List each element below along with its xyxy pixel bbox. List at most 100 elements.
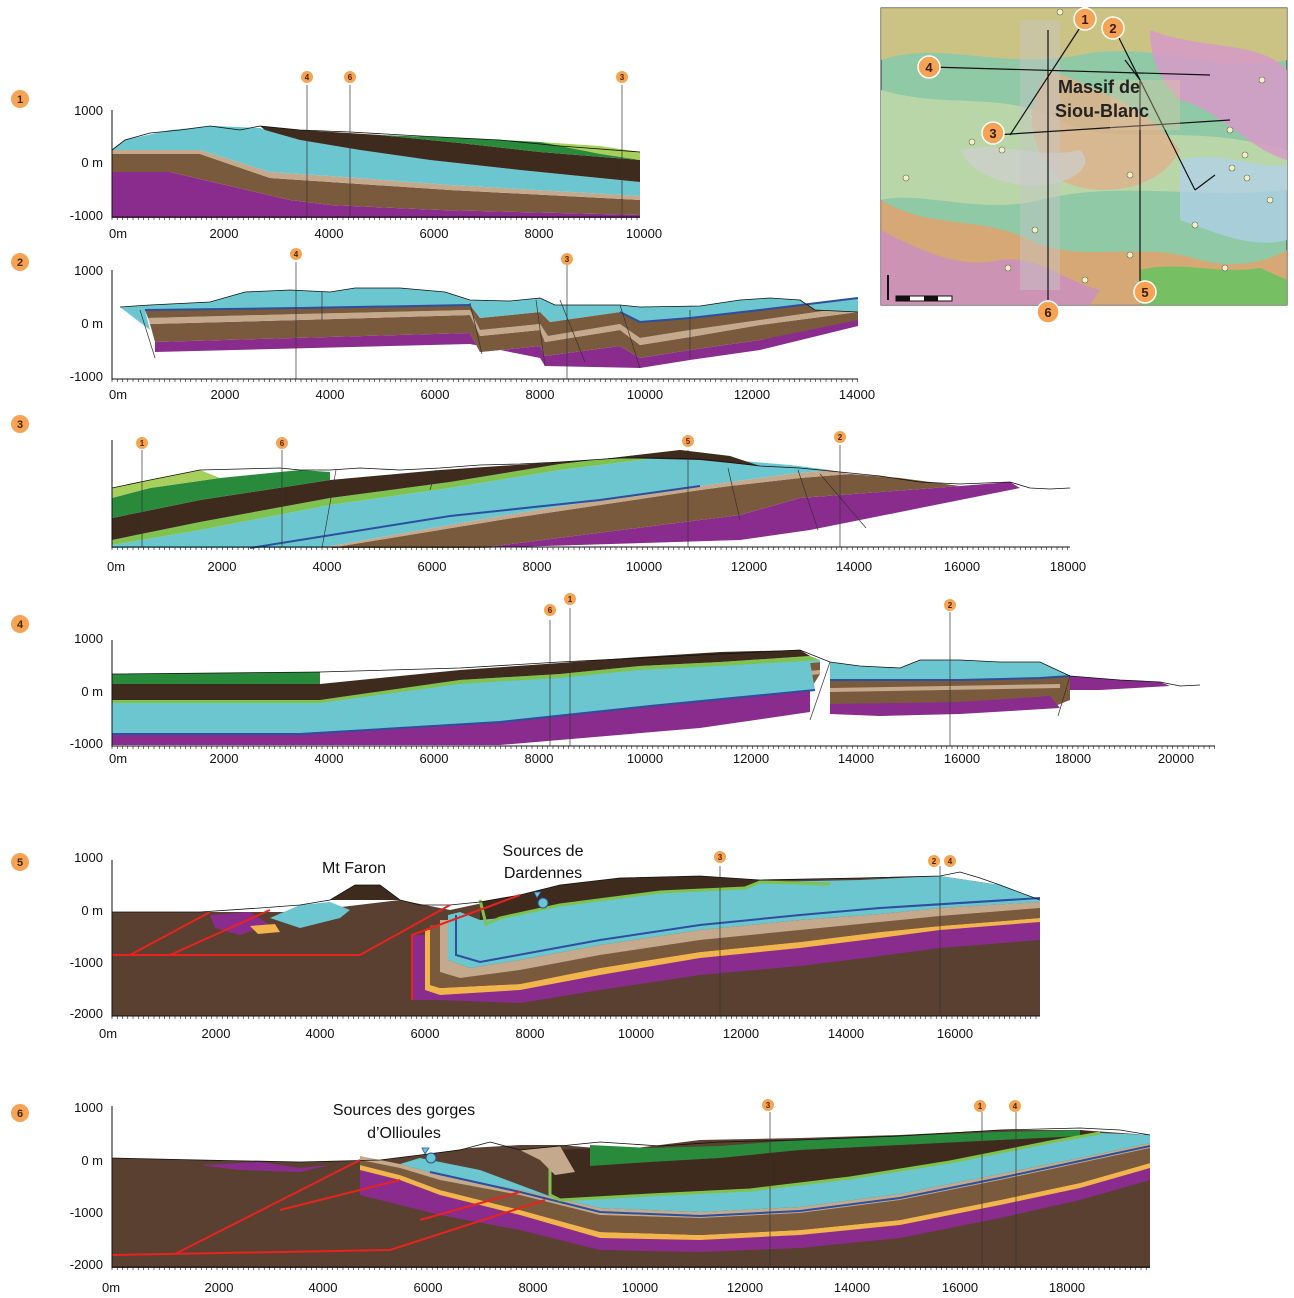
- y-tick-label: 0 m: [81, 1153, 103, 1168]
- intersection-badge: 1: [136, 437, 148, 449]
- x-tick-label: 6000: [420, 226, 449, 241]
- y-tick-label: 0 m: [81, 155, 103, 170]
- intersection-badge: 6: [276, 437, 288, 449]
- cross-section-2: 2 4 3 1000 0 m -1000 0m 2000 4000 6000 8…: [11, 248, 875, 402]
- y-tick-label: -1000: [70, 1205, 103, 1220]
- svg-text:2: 2: [17, 257, 23, 269]
- svg-text:3: 3: [620, 73, 625, 82]
- svg-text:1: 1: [140, 439, 145, 448]
- layer-faron-teal: [270, 902, 350, 928]
- y-tick-label: -1000: [70, 369, 103, 384]
- map-title-line1: Massif de: [1058, 77, 1140, 97]
- y-tick-label: 1000: [74, 850, 103, 865]
- layer-light-green: [112, 470, 220, 498]
- y-tick-label: 0 m: [81, 316, 103, 331]
- location-map: Massif de Siou-Blanc 1 2 3 4 5 6: [880, 7, 1288, 324]
- section-badge-4: 4: [11, 615, 29, 633]
- x-tick-label: 8000: [526, 387, 555, 402]
- map-scale-bar: [887, 275, 953, 302]
- x-tick-label: 18000: [1049, 1280, 1085, 1295]
- y-tick-label: -1000: [70, 736, 103, 751]
- layer-purple-syncline: [412, 920, 1040, 1003]
- map-section-lines: [929, 19, 1231, 300]
- map-marker-5: 5: [1133, 280, 1157, 304]
- x-tick-label: 10000: [618, 1026, 654, 1041]
- x-tick-label: 2000: [211, 387, 240, 402]
- layer-orange-thrust: [250, 924, 280, 934]
- svg-text:5: 5: [17, 857, 23, 869]
- x-tick-label: 2000: [202, 1026, 231, 1041]
- spring-icon: [533, 891, 549, 909]
- x-tick-label: 10000: [627, 387, 663, 402]
- layer-purple-west: [200, 1162, 330, 1172]
- layer-dark-brown: [112, 650, 810, 700]
- annotation-sources-1: Sources de: [503, 843, 584, 860]
- layer-tan: [148, 306, 858, 345]
- layer-teal: [400, 1133, 1150, 1212]
- layer-brown-lower: [150, 312, 858, 358]
- cross-section-6: 6 3 1 4 Sources des gorges d’Ollioules 1…: [11, 1099, 1151, 1295]
- x-tick-label: 12000: [731, 559, 767, 574]
- intersection-badge: 2: [944, 599, 956, 611]
- x-tick-label: 10000: [622, 1280, 658, 1295]
- x-tick-label: 0m: [109, 226, 127, 241]
- intersection-badge: 3: [714, 851, 726, 863]
- svg-text:4: 4: [948, 857, 953, 866]
- layer-green: [380, 135, 640, 160]
- layer-teal: [112, 660, 820, 704]
- layer-purple: [112, 690, 810, 745]
- x-tick-label: 18000: [1055, 751, 1091, 766]
- svg-text:5: 5: [686, 437, 691, 446]
- x-tick-label: 0m: [109, 387, 127, 402]
- x-tick-label: 6000: [414, 1280, 443, 1295]
- svg-text:1: 1: [978, 1102, 983, 1111]
- intersection-badge: 3: [762, 1099, 774, 1111]
- intersection-badge: 6: [344, 71, 356, 83]
- x-tick-label: 8000: [523, 559, 552, 574]
- svg-text:1: 1: [568, 595, 573, 604]
- intersection-badge: 3: [561, 253, 573, 265]
- intersection-badge: 4: [1009, 1100, 1021, 1112]
- cross-section-4: 4 6 1 2 1000 0 m -1000 0m 2000 4000 6000…: [11, 593, 1215, 766]
- intersection-badge: 1: [974, 1100, 986, 1112]
- y-tick-label: 1000: [74, 631, 103, 646]
- x-tick-label: 6000: [418, 559, 447, 574]
- x-tick-label: 6000: [420, 751, 449, 766]
- svg-text:2: 2: [932, 857, 937, 866]
- layer-green-band: [112, 656, 820, 703]
- layer-purple-tail: [1070, 676, 1170, 690]
- x-tick-label: 6000: [421, 387, 450, 402]
- map-marker-6: 6: [1036, 300, 1060, 324]
- x-tick-label: 0m: [109, 751, 127, 766]
- map-marker-4: 4: [917, 55, 941, 79]
- x-tick-label: 8000: [525, 226, 554, 241]
- svg-text:4: 4: [925, 60, 933, 75]
- intersection-badge: 2: [928, 855, 940, 867]
- layer-brown-syncline: [430, 908, 1040, 988]
- cross-section-1: 1 4 6 3 1000 0 m -1000 0m 2000 4000 6000…: [11, 71, 662, 241]
- layer-tan: [112, 150, 640, 200]
- x-tick-label: 14000: [834, 1280, 870, 1295]
- x-tick-label: 16000: [944, 559, 980, 574]
- intersection-badge: 4: [301, 71, 313, 83]
- x-tick-label: 2000: [205, 1280, 234, 1295]
- y-tick-label: 1000: [74, 263, 103, 278]
- svg-text:1: 1: [17, 94, 23, 106]
- svg-text:1: 1: [1081, 12, 1088, 27]
- map-marker-3: 3: [981, 121, 1005, 145]
- svg-text:2: 2: [1109, 21, 1116, 36]
- y-tick-label: -2000: [70, 1257, 103, 1272]
- svg-text:4: 4: [305, 73, 310, 82]
- map-marker-1: 1: [1073, 7, 1097, 31]
- svg-text:6: 6: [548, 606, 553, 615]
- intersection-badge: 5: [682, 435, 694, 447]
- x-tick-label: 18000: [1050, 559, 1086, 574]
- annotation-sources-ollioules-1: Sources des gorges: [333, 1102, 475, 1119]
- spring-icon: [421, 1147, 437, 1164]
- intersection-badge: 4: [944, 855, 956, 867]
- map-towns: [902, 8, 1274, 284]
- x-tick-label: 16000: [944, 751, 980, 766]
- map-title-line2: Siou-Blanc: [1055, 101, 1149, 121]
- layer-tan-fold: [520, 1146, 575, 1175]
